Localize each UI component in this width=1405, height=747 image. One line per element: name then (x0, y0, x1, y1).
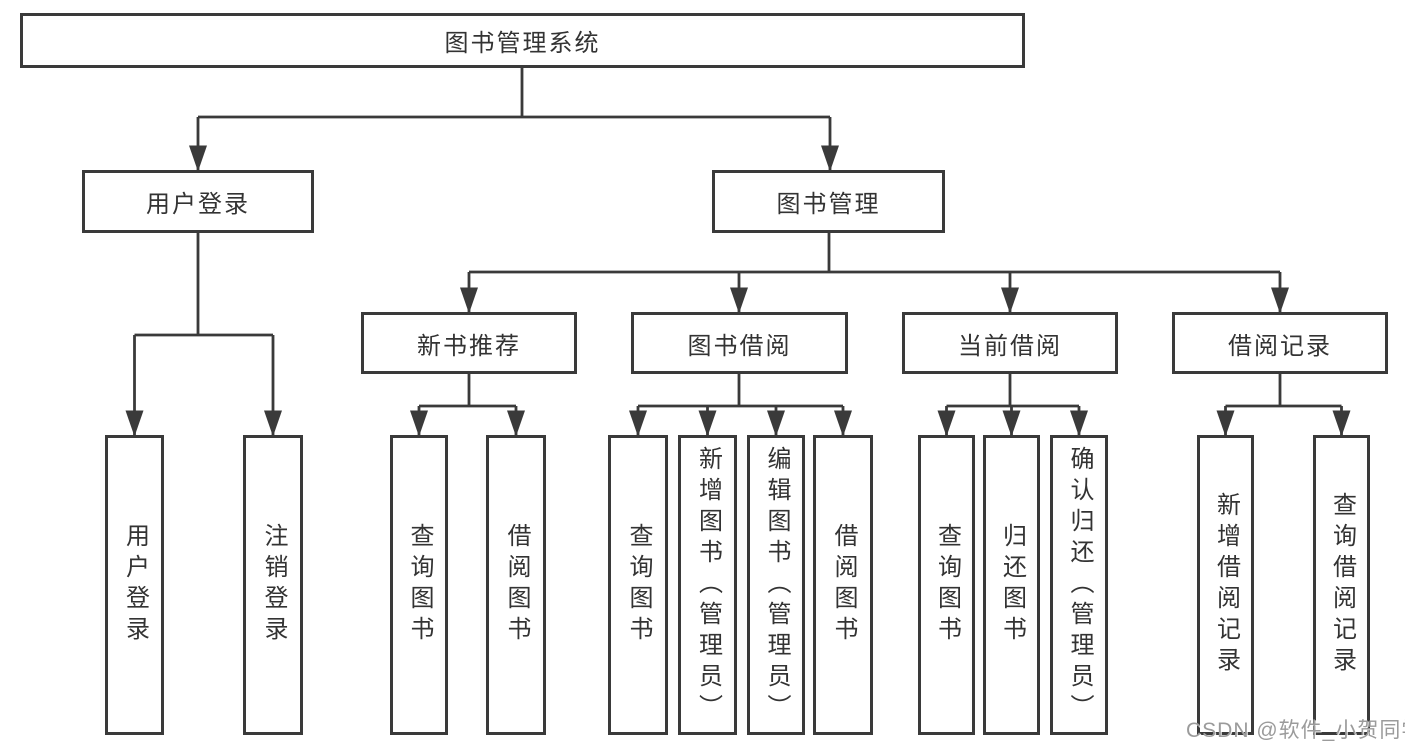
leaf-add-book-admin: 新增图书（管理员） (678, 435, 737, 735)
node-current-borrowing: 当前借阅 (902, 312, 1118, 374)
leaf-query-borrow-record: 查询借阅记录 (1313, 435, 1370, 735)
node-new-book-recommend: 新书推荐 (361, 312, 577, 374)
node-borrow-records: 借阅记录 (1172, 312, 1388, 374)
node-library-system: 图书管理系统 (20, 13, 1025, 68)
leaf-add-borrow-record: 新增借阅记录 (1197, 435, 1254, 735)
node-book-management: 图书管理 (712, 170, 945, 233)
leaf-borrow-books-recommend: 借阅图书 (486, 435, 546, 735)
leaf-query-books-current: 查询图书 (918, 435, 975, 735)
leaf-query-books-borrowing: 查询图书 (608, 435, 668, 735)
leaf-edit-book-admin: 编辑图书（管理员） (747, 435, 805, 735)
leaf-return-book: 归还图书 (983, 435, 1040, 735)
leaf-borrow-books-borrowing: 借阅图书 (813, 435, 873, 735)
watermark: CSDN @软件_小贺同学 (1186, 719, 1405, 742)
leaf-user-login: 用户登录 (105, 435, 164, 735)
node-book-borrowing: 图书借阅 (631, 312, 848, 374)
leaf-confirm-return-admin: 确认归还（管理员） (1050, 435, 1108, 735)
leaf-query-books-recommend: 查询图书 (390, 435, 448, 735)
node-user-login-group: 用户登录 (82, 170, 314, 233)
leaf-logout: 注销登录 (243, 435, 303, 735)
